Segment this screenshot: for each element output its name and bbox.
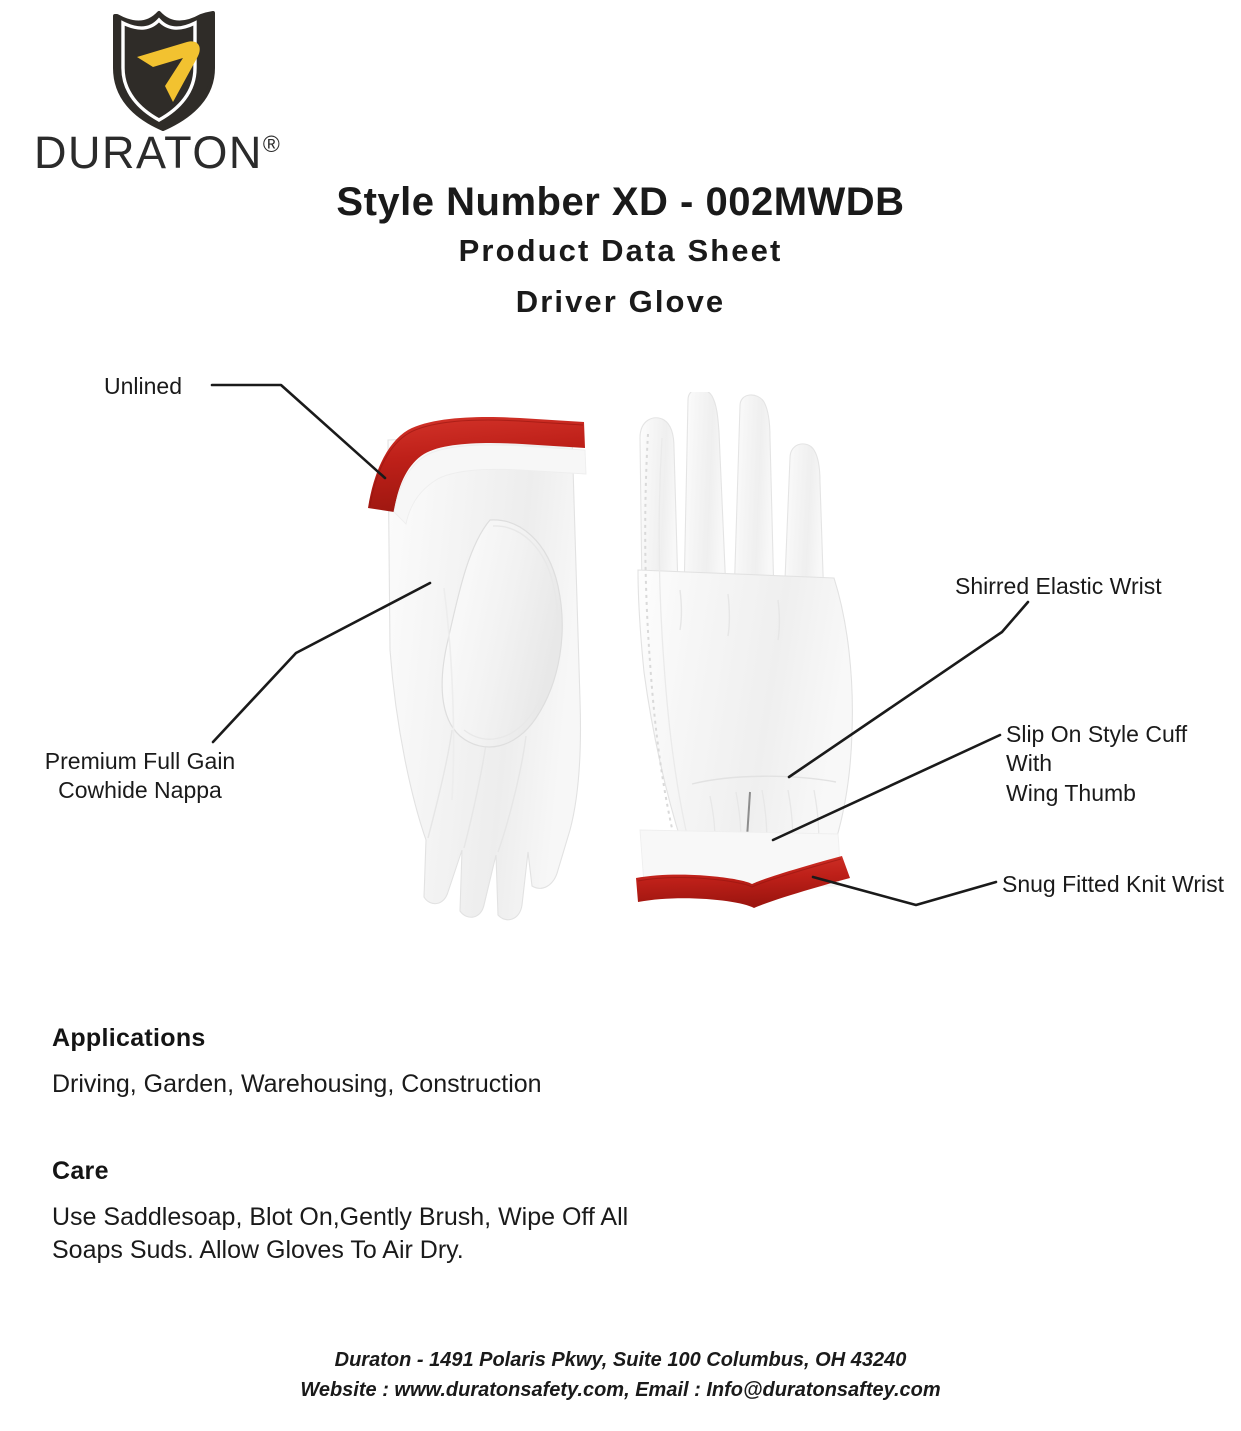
document-type-title: Product Data Sheet: [458, 232, 783, 268]
applications-text: Driving, Garden, Warehousing, Constructi…: [52, 1070, 542, 1098]
care-text: Use Saddlesoap, Blot On,Gently Brush, Wi…: [52, 1203, 629, 1264]
footer-address: Duraton - 1491 Polaris Pkwy, Suite 100 C…: [334, 1349, 907, 1371]
callout-shirred-elastic-wrist: Shirred Elastic Wrist: [955, 573, 1162, 599]
callout-premium-cowhide: Premium Full Gain Cowhide Nappa: [44, 748, 236, 804]
brand-wordmark: DURATON®: [34, 127, 304, 179]
brand-name: DURATON: [34, 127, 263, 178]
glove-palm-view-image: [368, 417, 587, 921]
applications-heading: Applications: [52, 1024, 206, 1052]
product-name-title: Driver Glove: [515, 283, 726, 319]
care-heading: Care: [52, 1157, 109, 1185]
page-footer: Duraton - 1491 Polaris Pkwy, Suite 100 C…: [0, 1345, 1241, 1405]
shield-logo-icon: [113, 11, 215, 131]
product-diagram: Unlined Premium Full Gain Cowhide Nappa …: [0, 350, 1241, 990]
footer-contact: Website : www.duratonsafety.com, Email :…: [300, 1379, 941, 1401]
callout-snug-fitted-knit-wrist: Snug Fitted Knit Wrist: [1002, 871, 1224, 897]
callout-unlined: Unlined: [104, 373, 182, 399]
registered-mark: ®: [262, 131, 280, 157]
brand-logo: DURATON®: [34, 4, 304, 179]
document-title-block: Style Number XD - 002MWDB Product Data S…: [0, 178, 1241, 328]
style-number-title: Style Number XD - 002MWDB: [336, 180, 905, 224]
callout-slip-on-style-cuff: Slip On Style Cuff With Wing Thumb: [1006, 721, 1188, 806]
glove-back-view-image: [636, 392, 853, 908]
